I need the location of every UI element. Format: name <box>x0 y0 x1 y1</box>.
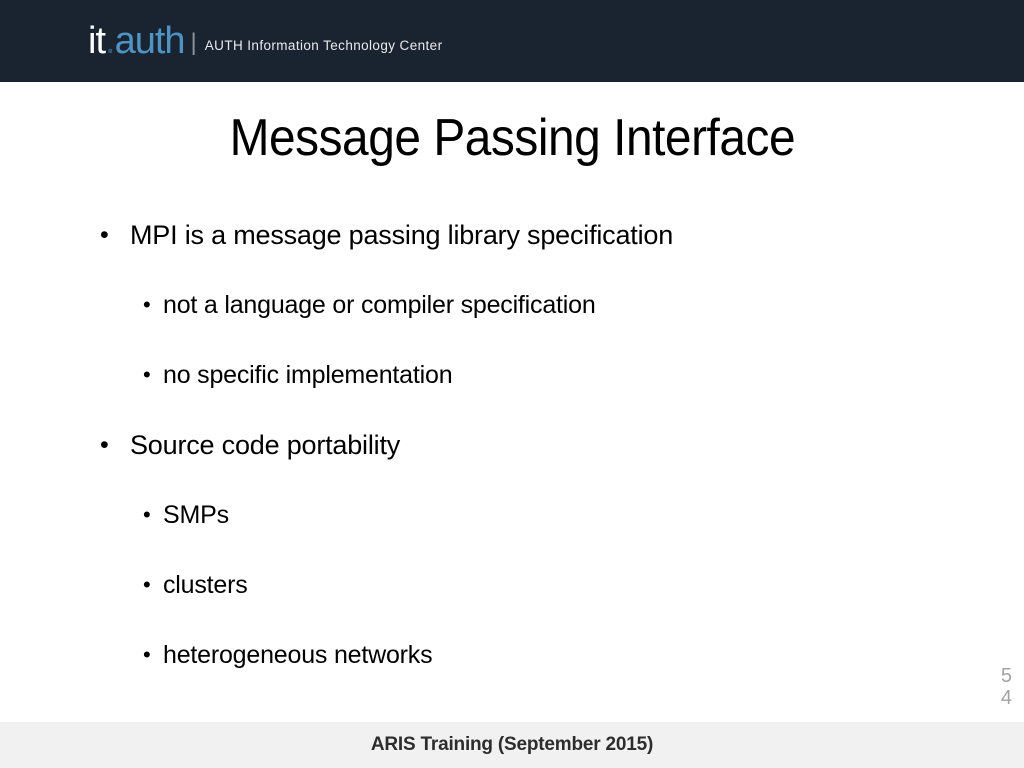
footer-bar: ARIS Training (September 2015) <box>0 722 1024 768</box>
slide-title-text: Message Passing Interface <box>229 109 795 167</box>
bullet-dot: • <box>143 572 151 597</box>
header-subtitle: AUTH Information Technology Center <box>204 37 443 53</box>
bullet-dot: • <box>100 220 109 249</box>
bullet-text: MPI is a message passing library specifi… <box>130 219 674 250</box>
bullet-row: • Source code portability <box>0 410 1024 480</box>
header-bar: it.auth | AUTH Information Technology Ce… <box>0 0 1024 82</box>
bullet-text: clusters <box>163 570 248 599</box>
it-auth-logo: it.auth <box>88 20 186 62</box>
bullet-dot: • <box>100 430 109 459</box>
bullet-row: • clusters <box>0 550 1024 620</box>
logo-it: it <box>88 20 106 62</box>
bullet-text: Source code portability <box>130 429 401 460</box>
page-number-line: 4 <box>1000 687 1012 709</box>
logo-auth: auth <box>114 20 186 62</box>
bullet-text: not a language or compiler specification <box>163 290 596 319</box>
slide-title: Message Passing Interface <box>0 108 1024 168</box>
footer-text: ARIS Training (September 2015) <box>370 734 654 755</box>
bullet-dot: • <box>143 362 151 387</box>
bullet-text: heterogeneous networks <box>163 640 433 669</box>
bullet-text: SMPs <box>163 500 229 529</box>
page-number-line: 5 <box>1000 665 1012 687</box>
bullet-dot: • <box>143 642 151 667</box>
bullet-dot: • <box>143 292 151 317</box>
bullet-row: • heterogeneous networks <box>0 620 1024 690</box>
bullet-row: • MPI is a message passing library specif… <box>0 200 1024 270</box>
bullet-row: • not a language or compiler specificatio… <box>0 270 1024 340</box>
bullet-list: • MPI is a message passing library specif… <box>0 200 1024 690</box>
bullet-dot: • <box>143 502 151 527</box>
bullet-row: • no specific implementation <box>0 340 1024 410</box>
logo-dot: . <box>105 20 116 62</box>
bullet-row: • SMPs <box>0 480 1024 550</box>
bullet-text: no specific implementation <box>163 360 453 389</box>
logo-separator: | <box>190 29 197 56</box>
